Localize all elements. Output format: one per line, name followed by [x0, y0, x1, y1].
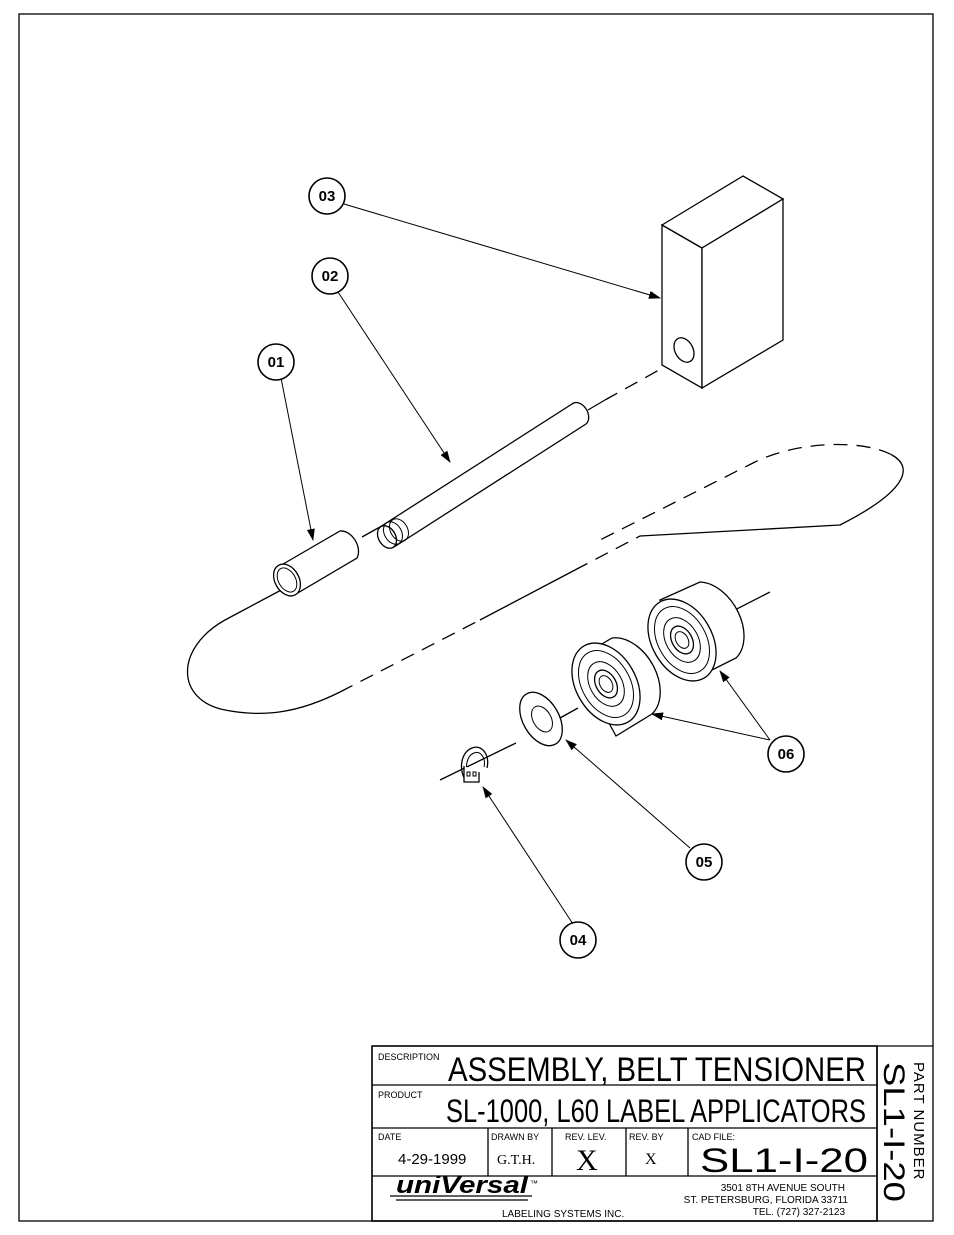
part-02-shaft — [376, 401, 590, 549]
cad-file-value: SL1-I-20 — [700, 1142, 868, 1180]
svg-text:™: ™ — [530, 1179, 538, 1188]
drawn-by-value: G.T.H. — [497, 1153, 535, 1168]
part-01-sleeve — [272, 530, 360, 597]
balloon-05: 05 — [685, 843, 723, 881]
company-logo: uniVersal ™ LABELING SYSTEMS INC. — [390, 1172, 624, 1220]
date-label: DATE — [378, 1132, 401, 1142]
svg-text:01: 01 — [268, 354, 285, 371]
part-06-bearings — [571, 581, 745, 737]
part-03-block — [660, 175, 785, 390]
address-line-3: TEL. (727) 327-2123 — [753, 1207, 846, 1218]
svg-text:03: 03 — [319, 188, 336, 205]
balloon-02: 02 — [311, 257, 349, 295]
cad-file-label: CAD FILE: — [692, 1132, 735, 1142]
part-number-value: SL1-I-20 — [877, 1062, 910, 1202]
svg-text:06: 06 — [778, 746, 795, 763]
address-line-1: 3501 8TH AVENUE SOUTH — [721, 1183, 845, 1194]
date-value: 4-29-1999 — [398, 1151, 466, 1168]
title-block: DESCRIPTION ASSEMBLY, BELT TENSIONER PRO… — [371, 1045, 933, 1222]
rev-lev-value: X — [576, 1144, 598, 1177]
svg-text:04: 04 — [570, 932, 587, 949]
address-line-2: ST. PETERSBURG, FLORIDA 33711 — [684, 1195, 849, 1206]
svg-text:uniVersal: uniVersal — [396, 1172, 530, 1199]
product-value: SL-1000, L60 LABEL APPLICATORS — [446, 1093, 866, 1129]
svg-text:02: 02 — [322, 268, 339, 285]
svg-text:05: 05 — [696, 854, 713, 871]
balloon-04: 04 — [559, 921, 597, 959]
svg-text:LABELING SYSTEMS INC.: LABELING SYSTEMS INC. — [502, 1209, 624, 1220]
shaft-centerline — [361, 364, 669, 538]
description-label: DESCRIPTION — [378, 1052, 440, 1062]
balloon-06: 06 — [767, 735, 805, 773]
sheet-border — [18, 13, 934, 1222]
part-05-washer — [519, 691, 563, 747]
part-04-clip — [460, 746, 489, 783]
balloon-03: 03 — [308, 177, 346, 215]
part-number-label: PART NUMBER — [910, 1062, 927, 1181]
drawn-by-label: DRAWN BY — [491, 1132, 539, 1142]
description-value: ASSEMBLY, BELT TENSIONER — [448, 1051, 866, 1089]
belt-outline — [187, 443, 904, 715]
rev-by-label: REV. BY — [629, 1132, 664, 1142]
leader-lines — [280, 203, 771, 925]
rev-lev-label: REV. LEV. — [565, 1132, 606, 1142]
balloon-01: 01 — [257, 343, 295, 381]
product-label: PRODUCT — [378, 1090, 423, 1100]
rev-by-value: X — [645, 1151, 657, 1168]
